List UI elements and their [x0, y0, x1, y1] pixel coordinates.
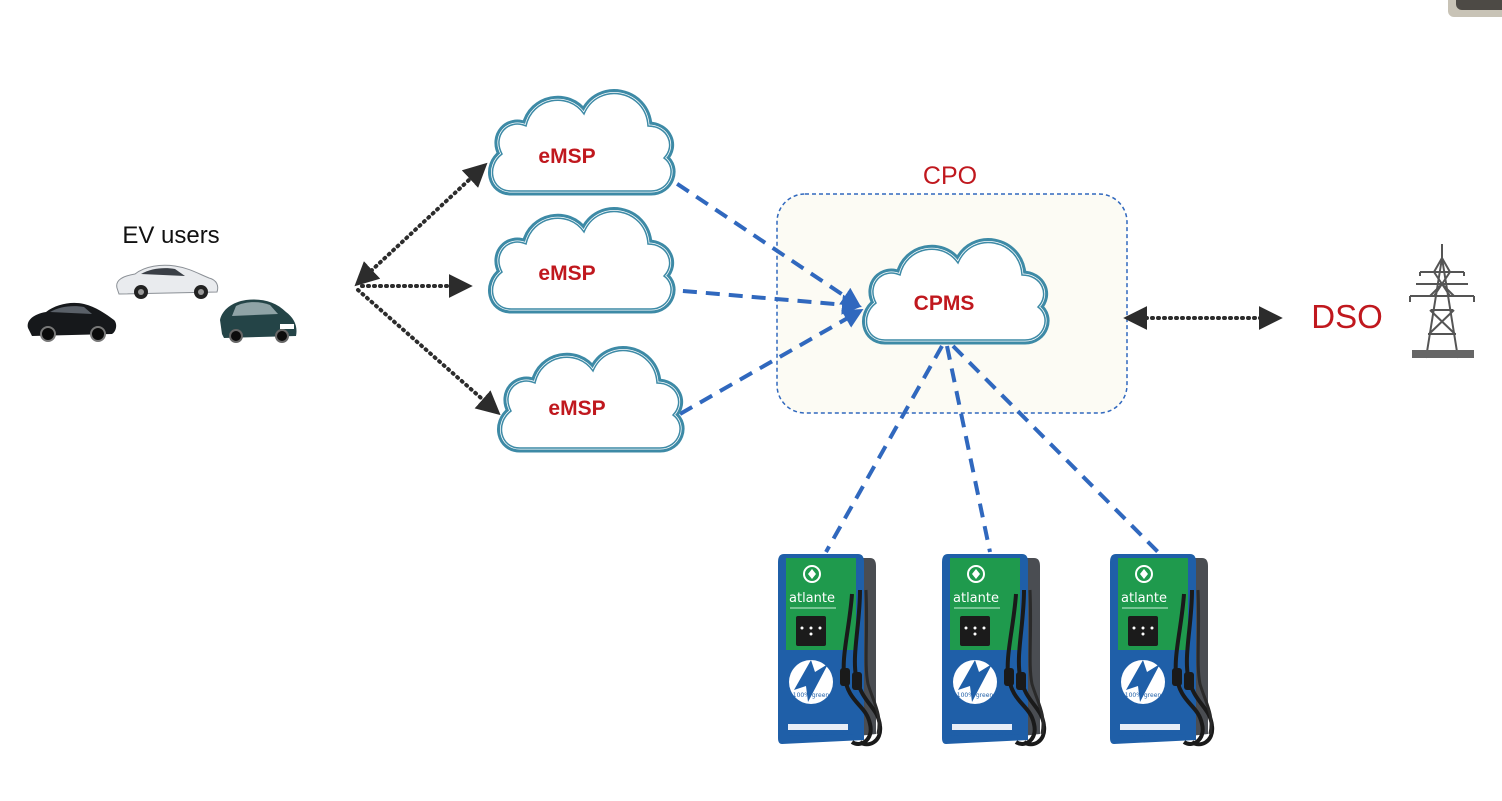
link-emsp-1-cpms	[656, 169, 862, 308]
emsp-cloud-2	[492, 212, 671, 309]
car-green-hatchback-icon	[220, 299, 297, 343]
window-thumbnail	[1448, 0, 1502, 17]
link-emsp-3-cpms	[679, 309, 864, 416]
ev-user-links	[354, 162, 501, 416]
charging-station-3	[1108, 552, 1215, 747]
link-users-emsp-1	[354, 162, 488, 287]
link-cpms-charger-2	[945, 345, 992, 553]
emsp-cpms-links	[656, 169, 864, 416]
link-cpms-charger-3	[951, 344, 1160, 554]
car-white-sedan-icon	[116, 264, 219, 299]
cpms-charger-links	[824, 344, 1160, 554]
link-users-emsp-3	[356, 288, 501, 416]
cpms-label: CPMS	[914, 292, 975, 315]
charging-station-1	[776, 552, 883, 747]
dso-label: DSO	[1311, 298, 1383, 335]
emsp-cloud-1	[492, 94, 671, 191]
link-cpms-charger-1	[824, 345, 944, 553]
cpo-label: CPO	[923, 162, 977, 190]
charging-station-2	[940, 552, 1047, 747]
emsp-label-1: eMSP	[538, 145, 595, 168]
ev-users-label: EV users	[122, 222, 219, 249]
emsp-label-3: eMSP	[548, 397, 605, 420]
emsp-label-2: eMSP	[538, 262, 595, 285]
car-black-coupe-icon	[27, 302, 117, 342]
power-pylon-icon	[1409, 244, 1475, 359]
link-emsp-2-cpms	[659, 287, 862, 315]
